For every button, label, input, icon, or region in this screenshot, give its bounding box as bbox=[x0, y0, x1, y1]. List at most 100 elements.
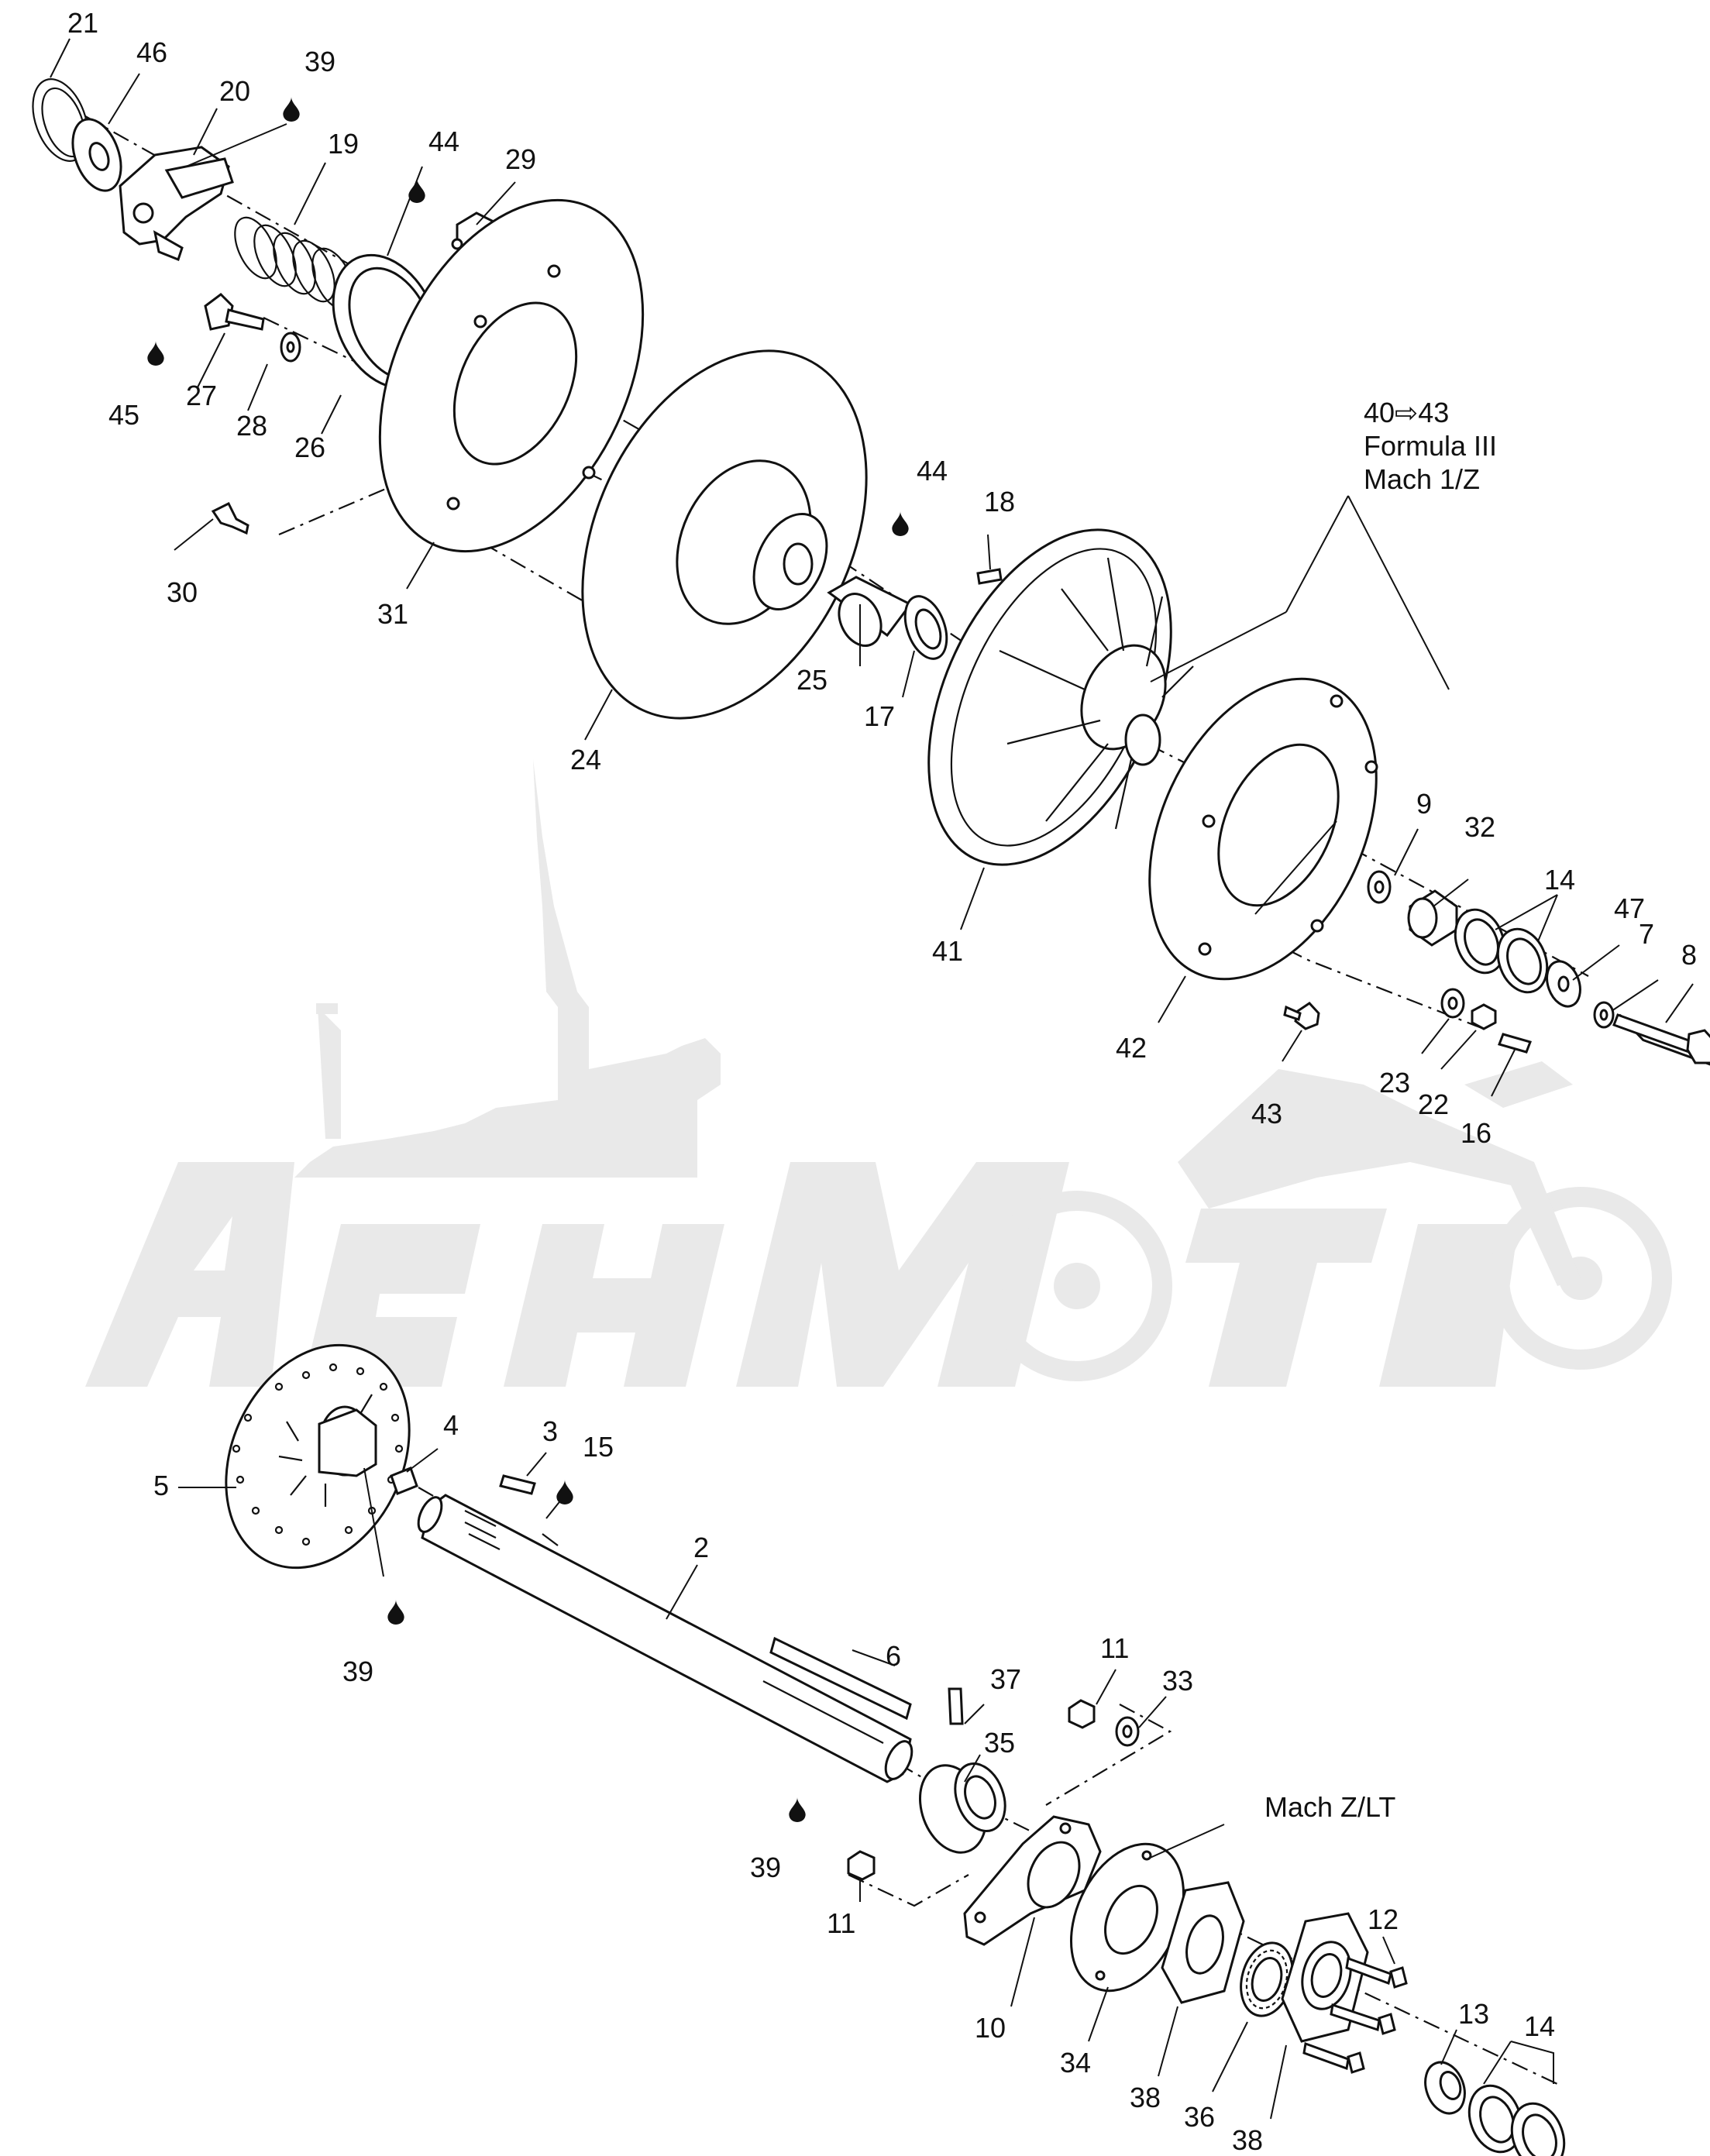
lock-washer bbox=[1593, 1001, 1615, 1029]
small-washer bbox=[1367, 870, 1392, 904]
callout-6: 6 bbox=[886, 1640, 901, 1672]
centre-line-screw bbox=[278, 487, 590, 605]
key bbox=[976, 568, 1003, 585]
callout-31: 31 bbox=[377, 598, 408, 630]
set-screw-nut bbox=[1471, 1003, 1497, 1030]
centre-line-nut bbox=[848, 1874, 969, 1907]
note-group-range: 40⇨43 bbox=[1364, 397, 1449, 428]
note-mach: Mach 1/Z bbox=[1364, 463, 1480, 495]
callout-38b: 38 bbox=[1232, 2124, 1263, 2156]
brake-disc bbox=[225, 1343, 411, 1570]
locking-collar bbox=[918, 1762, 1006, 1854]
thrust-washer bbox=[71, 118, 122, 192]
callout-4: 4 bbox=[443, 1409, 459, 1441]
callout-36: 36 bbox=[1184, 2101, 1215, 2133]
main-bolt bbox=[1612, 1013, 1710, 1081]
callout-30: 30 bbox=[167, 576, 198, 608]
callout-26: 26 bbox=[294, 432, 325, 463]
oil-drop-icon bbox=[892, 511, 909, 536]
callout-41: 41 bbox=[932, 935, 963, 967]
bolt bbox=[204, 293, 265, 331]
oil-drop-icon bbox=[556, 1480, 573, 1504]
long-key bbox=[769, 1636, 912, 1721]
callout-25: 25 bbox=[797, 664, 827, 696]
watermark-letters bbox=[85, 1162, 1519, 1387]
sliding-sheave bbox=[581, 349, 868, 720]
lower-shim-washers bbox=[1467, 2084, 1566, 2156]
callout-39b: 39 bbox=[342, 1656, 373, 1687]
watermark bbox=[85, 759, 1672, 1387]
oil-drop-icon bbox=[789, 1797, 806, 1822]
screw bbox=[211, 501, 249, 535]
flange-bolts bbox=[1302, 1956, 1408, 2074]
callout-42: 42 bbox=[1116, 1032, 1147, 1064]
callout-32: 32 bbox=[1464, 811, 1495, 843]
set-screw-washer bbox=[1440, 988, 1465, 1019]
callout-18: 18 bbox=[984, 486, 1015, 518]
callout-12: 12 bbox=[1368, 1903, 1399, 1935]
nut-top bbox=[1068, 1699, 1096, 1729]
callout-35: 35 bbox=[984, 1727, 1015, 1759]
spacer-washer bbox=[903, 595, 948, 660]
callout-47: 47 bbox=[1614, 892, 1645, 924]
callout-3: 3 bbox=[542, 1415, 558, 1447]
callout-5: 5 bbox=[153, 1470, 169, 1501]
callout-43: 43 bbox=[1251, 1098, 1282, 1130]
callout-37: 37 bbox=[990, 1663, 1021, 1695]
disc-spring bbox=[390, 1467, 418, 1495]
callout-39c: 39 bbox=[750, 1852, 781, 1883]
oil-drop-icon bbox=[147, 341, 164, 366]
callout-34: 34 bbox=[1060, 2047, 1091, 2079]
callout-20: 20 bbox=[219, 75, 250, 107]
callouts: 21 46 20 39 19 44 29 45 27 28 26 30 31 2… bbox=[67, 7, 1697, 2156]
callout-21: 21 bbox=[67, 7, 98, 39]
drive-key bbox=[499, 1474, 536, 1495]
callout-11b: 11 bbox=[827, 1907, 855, 1939]
fixed-sheave bbox=[927, 528, 1194, 866]
callout-14b: 14 bbox=[1524, 2010, 1555, 2042]
oil-drop-icon bbox=[408, 178, 425, 203]
callout-38: 38 bbox=[1130, 2082, 1161, 2113]
callout-23: 23 bbox=[1379, 1067, 1410, 1099]
collar-set-screw bbox=[948, 1687, 964, 1725]
callout-7: 7 bbox=[1639, 918, 1654, 950]
note-formula: Formula III bbox=[1364, 430, 1497, 462]
callout-24: 24 bbox=[570, 744, 601, 775]
bearing-support bbox=[963, 1815, 1102, 1946]
callout-2: 2 bbox=[693, 1532, 709, 1563]
callout-16: 16 bbox=[1461, 1117, 1492, 1149]
callout-28: 28 bbox=[236, 410, 267, 442]
shaft-bushing bbox=[827, 576, 913, 647]
callout-8: 8 bbox=[1681, 939, 1697, 971]
back-plate-screw bbox=[1283, 1002, 1320, 1030]
oil-drop-icon bbox=[387, 1600, 404, 1625]
note-mach-zlt: Mach Z/LT bbox=[1264, 1791, 1395, 1823]
flat-washer bbox=[1546, 960, 1581, 1008]
centre-line-setscrew bbox=[1169, 890, 1488, 1032]
nut-washer bbox=[1115, 1716, 1140, 1747]
cover-plate bbox=[378, 198, 645, 553]
oil-drop-icon bbox=[283, 97, 300, 122]
callout-22: 22 bbox=[1418, 1088, 1449, 1120]
nut-bottom bbox=[847, 1850, 876, 1881]
callout-45: 45 bbox=[108, 399, 139, 431]
callout-44: 44 bbox=[428, 126, 459, 157]
back-plate bbox=[1148, 677, 1378, 981]
callout-27: 27 bbox=[186, 380, 217, 411]
spacer bbox=[1407, 889, 1458, 947]
callout-39: 39 bbox=[304, 46, 335, 77]
callout-19: 19 bbox=[328, 128, 359, 160]
callout-10: 10 bbox=[975, 2012, 1006, 2044]
callout-11: 11 bbox=[1100, 1632, 1129, 1664]
callout-29: 29 bbox=[505, 143, 536, 175]
lower-spacer bbox=[1424, 2061, 1466, 2115]
cam bbox=[119, 146, 234, 261]
callout-17: 17 bbox=[864, 700, 895, 732]
callout-9: 9 bbox=[1416, 788, 1432, 820]
callout-13: 13 bbox=[1458, 1998, 1489, 2030]
shim-washers bbox=[1454, 908, 1549, 994]
drive-shaft bbox=[417, 1494, 913, 1783]
bearing-flange-inner bbox=[1161, 1881, 1245, 2004]
callout-15: 15 bbox=[583, 1431, 614, 1463]
